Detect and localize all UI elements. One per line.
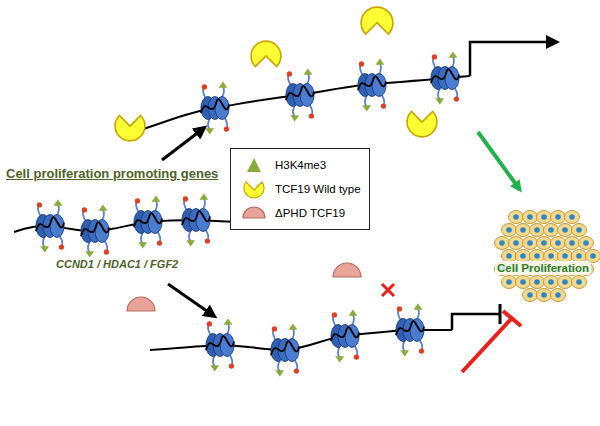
cell-nucleus: [527, 292, 533, 298]
cell-nucleus: [520, 279, 526, 285]
cell-nucleus: [548, 279, 554, 285]
cell-nucleus: [590, 253, 596, 259]
legend-text: ΔPHD TCF19: [275, 207, 345, 219]
cell-nucleus: [513, 240, 519, 246]
cell: [537, 289, 552, 302]
cell: [544, 224, 559, 237]
cell: [572, 224, 587, 237]
cell-nucleus: [520, 227, 526, 233]
cell-nucleus: [506, 279, 512, 285]
cell: [565, 237, 580, 250]
cell-nucleus: [562, 227, 568, 233]
cell-nucleus: [562, 253, 568, 259]
cell: [537, 237, 552, 250]
cell: [551, 289, 566, 302]
cell: [523, 289, 538, 302]
cell-nucleus: [562, 279, 568, 285]
cell-nucleus: [527, 240, 533, 246]
cell: [502, 276, 517, 289]
gene-names: CCND1 / HDAC1 / FGF2: [56, 258, 178, 270]
cell-nucleus: [541, 292, 547, 298]
cell-nucleus: [555, 214, 561, 220]
cell: [516, 276, 531, 289]
cell-nucleus: [569, 214, 575, 220]
cell-nucleus: [548, 227, 554, 233]
cell-nucleus: [583, 240, 589, 246]
legend-sample: [239, 202, 269, 224]
cell: [572, 276, 587, 289]
cell: [530, 224, 545, 237]
cell: [509, 237, 524, 250]
cell: [551, 237, 566, 250]
gene-group: Cell proliferation promoting genesCCND1 …: [6, 166, 246, 278]
cell-nucleus: [534, 279, 540, 285]
cell: [558, 276, 573, 289]
cell-nucleus: [541, 240, 547, 246]
cell-nucleus: [534, 253, 540, 259]
cell-nucleus: [506, 253, 512, 259]
cell-nucleus: [520, 253, 526, 259]
cell-nucleus: [555, 240, 561, 246]
cell: [509, 211, 524, 224]
cell: [530, 276, 545, 289]
legend-sample: [239, 154, 269, 176]
cell-nucleus: [541, 214, 547, 220]
legend-item: H3K4me3: [239, 153, 361, 177]
cell-nucleus: [576, 253, 582, 259]
legend-item: ΔPHD TCF19: [239, 201, 361, 225]
cell: [565, 211, 580, 224]
cell-nucleus: [499, 240, 505, 246]
cell-nucleus: [513, 214, 519, 220]
cell-nucleus: [548, 253, 554, 259]
legend-text: H3K4me3: [275, 159, 326, 171]
legend-text: TCF19 Wild type: [275, 183, 361, 195]
cell: [502, 224, 517, 237]
cell-cluster: Cell Proliferation: [488, 258, 598, 278]
cell-nucleus: [569, 240, 575, 246]
cell: [537, 211, 552, 224]
cell-nucleus: [555, 292, 561, 298]
node-label: Cell proliferation promoting genes: [6, 166, 246, 181]
legend-item: TCF19 Wild type: [239, 177, 361, 201]
cell: [544, 276, 559, 289]
legend-sample: [239, 178, 269, 200]
cell-nucleus: [534, 227, 540, 233]
cell-nucleus: [576, 227, 582, 233]
legend-box: H3K4me3TCF19 Wild typeΔPHD TCF19: [230, 148, 370, 230]
cell: [516, 224, 531, 237]
cell: [579, 237, 594, 250]
cell-nucleus: [506, 227, 512, 233]
cell: [523, 237, 538, 250]
cell-nucleus: [527, 214, 533, 220]
cell: [551, 211, 566, 224]
cell: [523, 211, 538, 224]
cell-nucleus: [576, 279, 582, 285]
cell: [495, 237, 510, 250]
cell: [558, 224, 573, 237]
node-label: Cell Proliferation: [495, 261, 591, 275]
